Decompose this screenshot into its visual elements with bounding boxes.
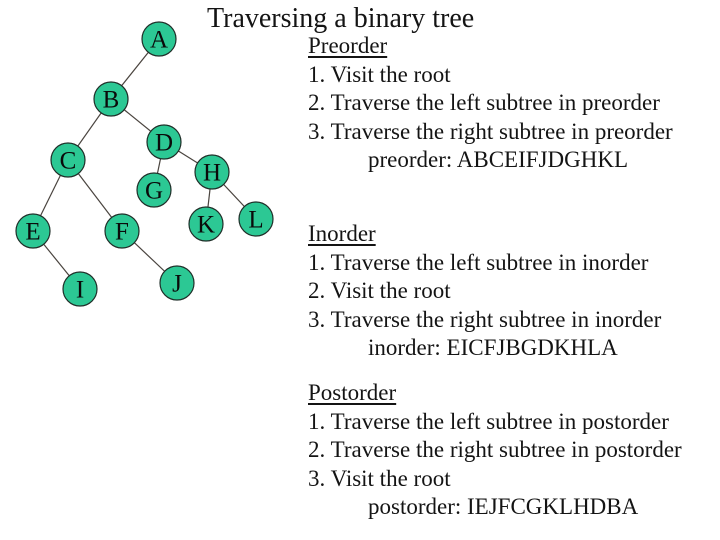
preorder-step-2: 2. Traverse the left subtree in preorder <box>308 90 660 115</box>
postorder-step-3: 3. Visit the root <box>308 465 451 491</box>
tree-node-J: J <box>159 265 195 301</box>
tree-node-circle-J <box>159 265 195 301</box>
tree-node-circle-A <box>141 21 177 57</box>
inorder-step-2: 2. Visit the root <box>308 278 451 303</box>
tree-node-label-H: H <box>203 160 221 187</box>
tree-node-label-I: I <box>76 277 84 304</box>
tree-node-circle-C <box>50 142 86 178</box>
preorder-result: preorder: ABCEIFJDGHKL <box>368 147 628 172</box>
tree-node-label-E: E <box>25 219 40 246</box>
preorder-step-1: 1. Visit the root <box>308 61 451 87</box>
postorder-section: Postorder 1. Traverse the left subtree i… <box>308 379 682 522</box>
tree-node-K: K <box>188 206 224 242</box>
tree-node-circle-I <box>62 271 98 307</box>
postorder-step-2: 2. Traverse the right subtree in postord… <box>308 437 682 462</box>
inorder-heading: Inorder <box>308 221 376 246</box>
tree-node-C: C <box>50 142 86 178</box>
tree-node-circle-F <box>104 213 140 249</box>
tree-node-label-F: F <box>115 219 129 246</box>
tree-node-circle-K <box>188 206 224 242</box>
tree-node-circle-B <box>93 81 129 117</box>
tree-node-B: B <box>93 81 129 117</box>
postorder-result: postorder: IEJFCGKLHDBA <box>368 494 639 519</box>
inorder-result: inorder: EICFJBGDKHLA <box>368 335 618 360</box>
tree-node-F: F <box>104 213 140 249</box>
tree-node-label-K: K <box>197 212 215 239</box>
tree-node-G: G <box>136 172 172 208</box>
tree-node-circle-L <box>238 201 274 237</box>
preorder-step-3: 3. Traverse the right subtree in preorde… <box>308 118 673 144</box>
tree-node-label-G: G <box>145 178 163 205</box>
tree-node-label-D: D <box>155 130 173 157</box>
inorder-step-3: 3. Traverse the right subtree in inorder <box>308 306 662 332</box>
preorder-section: Preorder 1. Visit the root 2. Traverse t… <box>308 32 673 175</box>
inorder-section: Inorder 1. Traverse the left subtree in … <box>308 220 661 363</box>
tree-node-A: A <box>141 21 177 57</box>
tree-node-D: D <box>146 124 182 160</box>
tree-node-label-J: J <box>172 271 182 298</box>
tree-node-circle-G <box>136 172 172 208</box>
tree-node-label-L: L <box>248 207 263 234</box>
tree-node-label-C: C <box>60 148 77 175</box>
preorder-heading: Preorder <box>308 33 388 58</box>
tree-node-circle-H <box>194 154 230 190</box>
tree-node-E: E <box>15 213 51 249</box>
tree-node-L: L <box>238 201 274 237</box>
tree-node-circle-D <box>146 124 182 160</box>
tree-node-circle-E <box>15 213 51 249</box>
tree-node-I: I <box>62 271 98 307</box>
postorder-heading: Postorder <box>308 380 397 405</box>
slide-title: Traversing a binary tree <box>207 3 475 34</box>
tree-node-label-B: B <box>103 87 120 114</box>
tree-node-H: H <box>194 154 230 190</box>
tree-node-label-A: A <box>150 27 168 54</box>
binary-tree-diagram: A B C D E FG H I J K L <box>15 21 274 307</box>
inorder-step-1: 1. Traverse the left subtree in inorder <box>308 249 649 275</box>
postorder-step-1: 1. Traverse the left subtree in postorde… <box>308 408 669 434</box>
